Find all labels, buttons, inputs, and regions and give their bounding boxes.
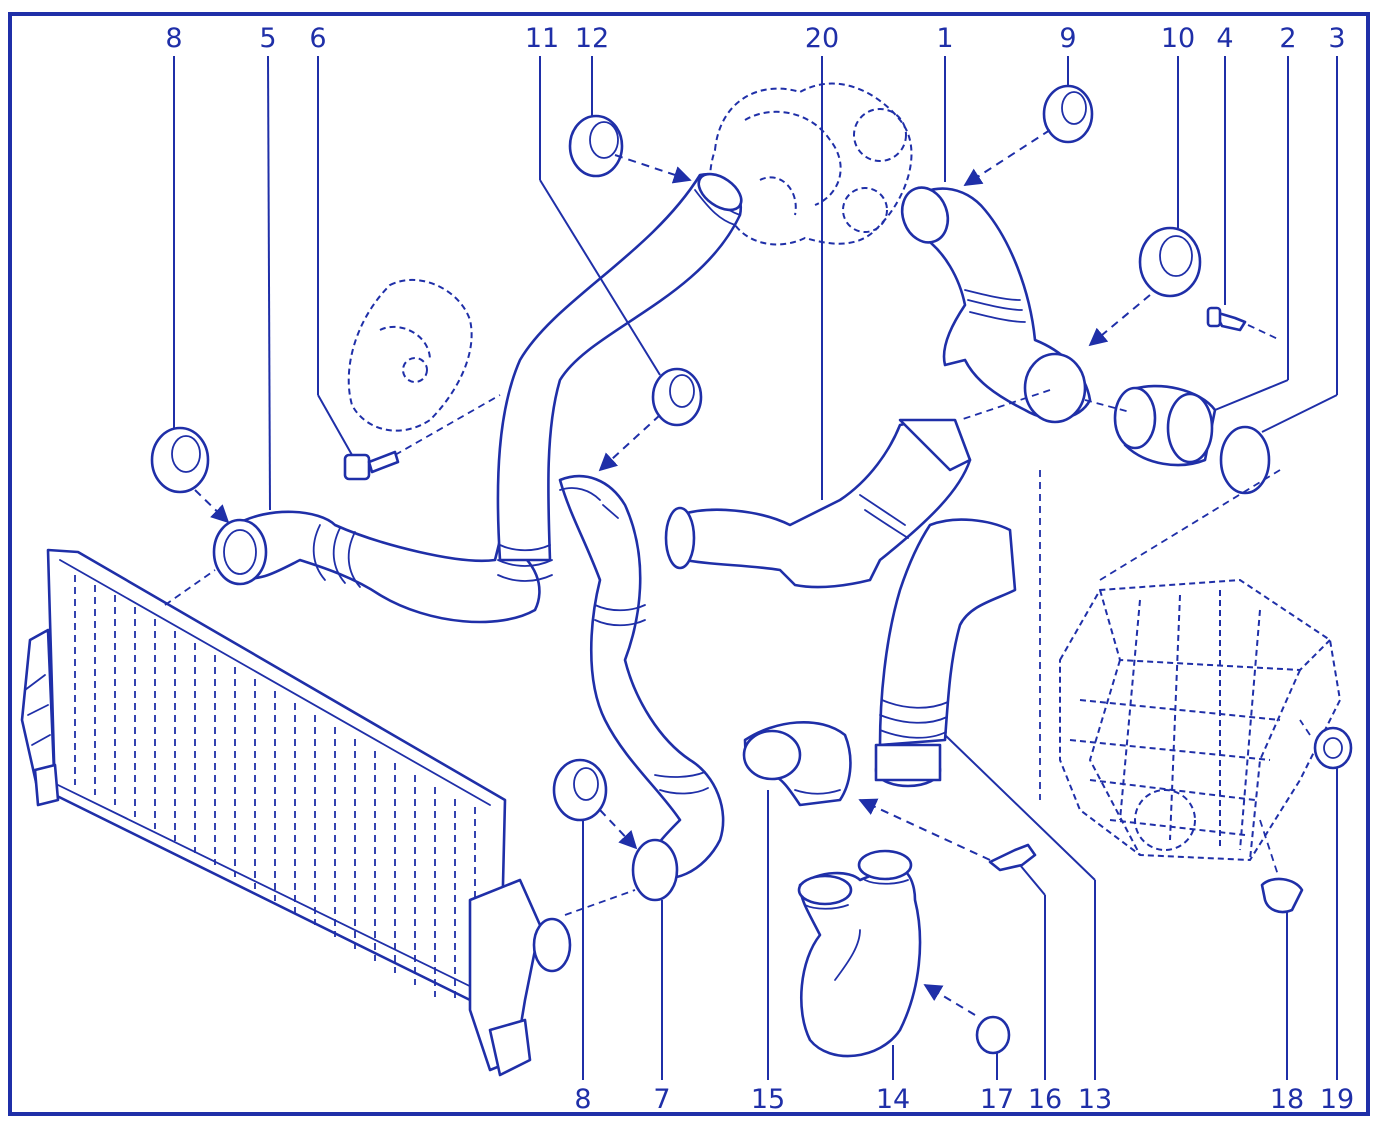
bolt-6 (343, 450, 400, 481)
callout-17: 17 (980, 1084, 1014, 1115)
assembly-arrows (194, 129, 1151, 1016)
clamp-8-lower (552, 758, 608, 822)
callout-10: 10 (1161, 23, 1195, 54)
callout-11: 11 (525, 23, 559, 54)
callout-5: 5 (259, 23, 276, 54)
ghost-throttle-body (347, 279, 473, 432)
pipe-20 (664, 418, 972, 589)
clamp-12 (568, 114, 624, 178)
callout-13: 13 (1078, 1084, 1112, 1115)
seal-ring-3 (1219, 425, 1271, 495)
callout-7: 7 (653, 1084, 670, 1115)
elbow-15 (742, 720, 852, 807)
hose-long-upper (496, 172, 743, 582)
clamp-9 (1042, 84, 1094, 144)
callout-8-top: 8 (165, 23, 182, 54)
clamp-8-upper (150, 426, 210, 494)
callout-2: 2 (1279, 23, 1296, 54)
callout-1: 1 (936, 23, 953, 54)
callout-9: 9 (1059, 23, 1076, 54)
ghost-engine-housing (709, 82, 913, 246)
callout-15: 15 (751, 1084, 785, 1115)
clamp-10 (1138, 226, 1202, 298)
grommet-18 (1260, 877, 1304, 914)
callout-labels-bottom: 8 7 15 14 17 16 13 18 19 (574, 1084, 1354, 1115)
ghost-air-filter-box (1059, 578, 1342, 862)
hose-1 (900, 186, 1092, 424)
callout-6: 6 (309, 23, 326, 54)
leader-lines (173, 55, 1338, 1080)
callout-16: 16 (1028, 1084, 1062, 1115)
intercooler-radiator (20, 548, 572, 1077)
callout-18: 18 (1270, 1084, 1304, 1115)
hose-13 (874, 518, 1017, 788)
hose-14 (797, 849, 922, 1058)
grommet-17 (975, 1015, 1011, 1055)
callout-12: 12 (575, 23, 609, 54)
callout-8-bottom: 8 (574, 1084, 591, 1115)
hose-7 (558, 474, 725, 902)
airflow-meter-2 (1113, 384, 1217, 467)
hose-5 (212, 510, 541, 624)
screw-4 (1206, 306, 1247, 332)
grommet-19 (1313, 726, 1353, 770)
callout-3: 3 (1328, 23, 1345, 54)
plug-16 (988, 843, 1037, 872)
clamp-11 (651, 367, 703, 427)
callout-20: 20 (805, 23, 839, 54)
callout-labels-top: 8 5 6 11 12 20 1 9 10 4 2 3 (165, 23, 1345, 54)
alignment-guides (164, 324, 1311, 916)
callout-4: 4 (1216, 23, 1233, 54)
callout-19: 19 (1320, 1084, 1354, 1115)
callout-14: 14 (876, 1084, 910, 1115)
